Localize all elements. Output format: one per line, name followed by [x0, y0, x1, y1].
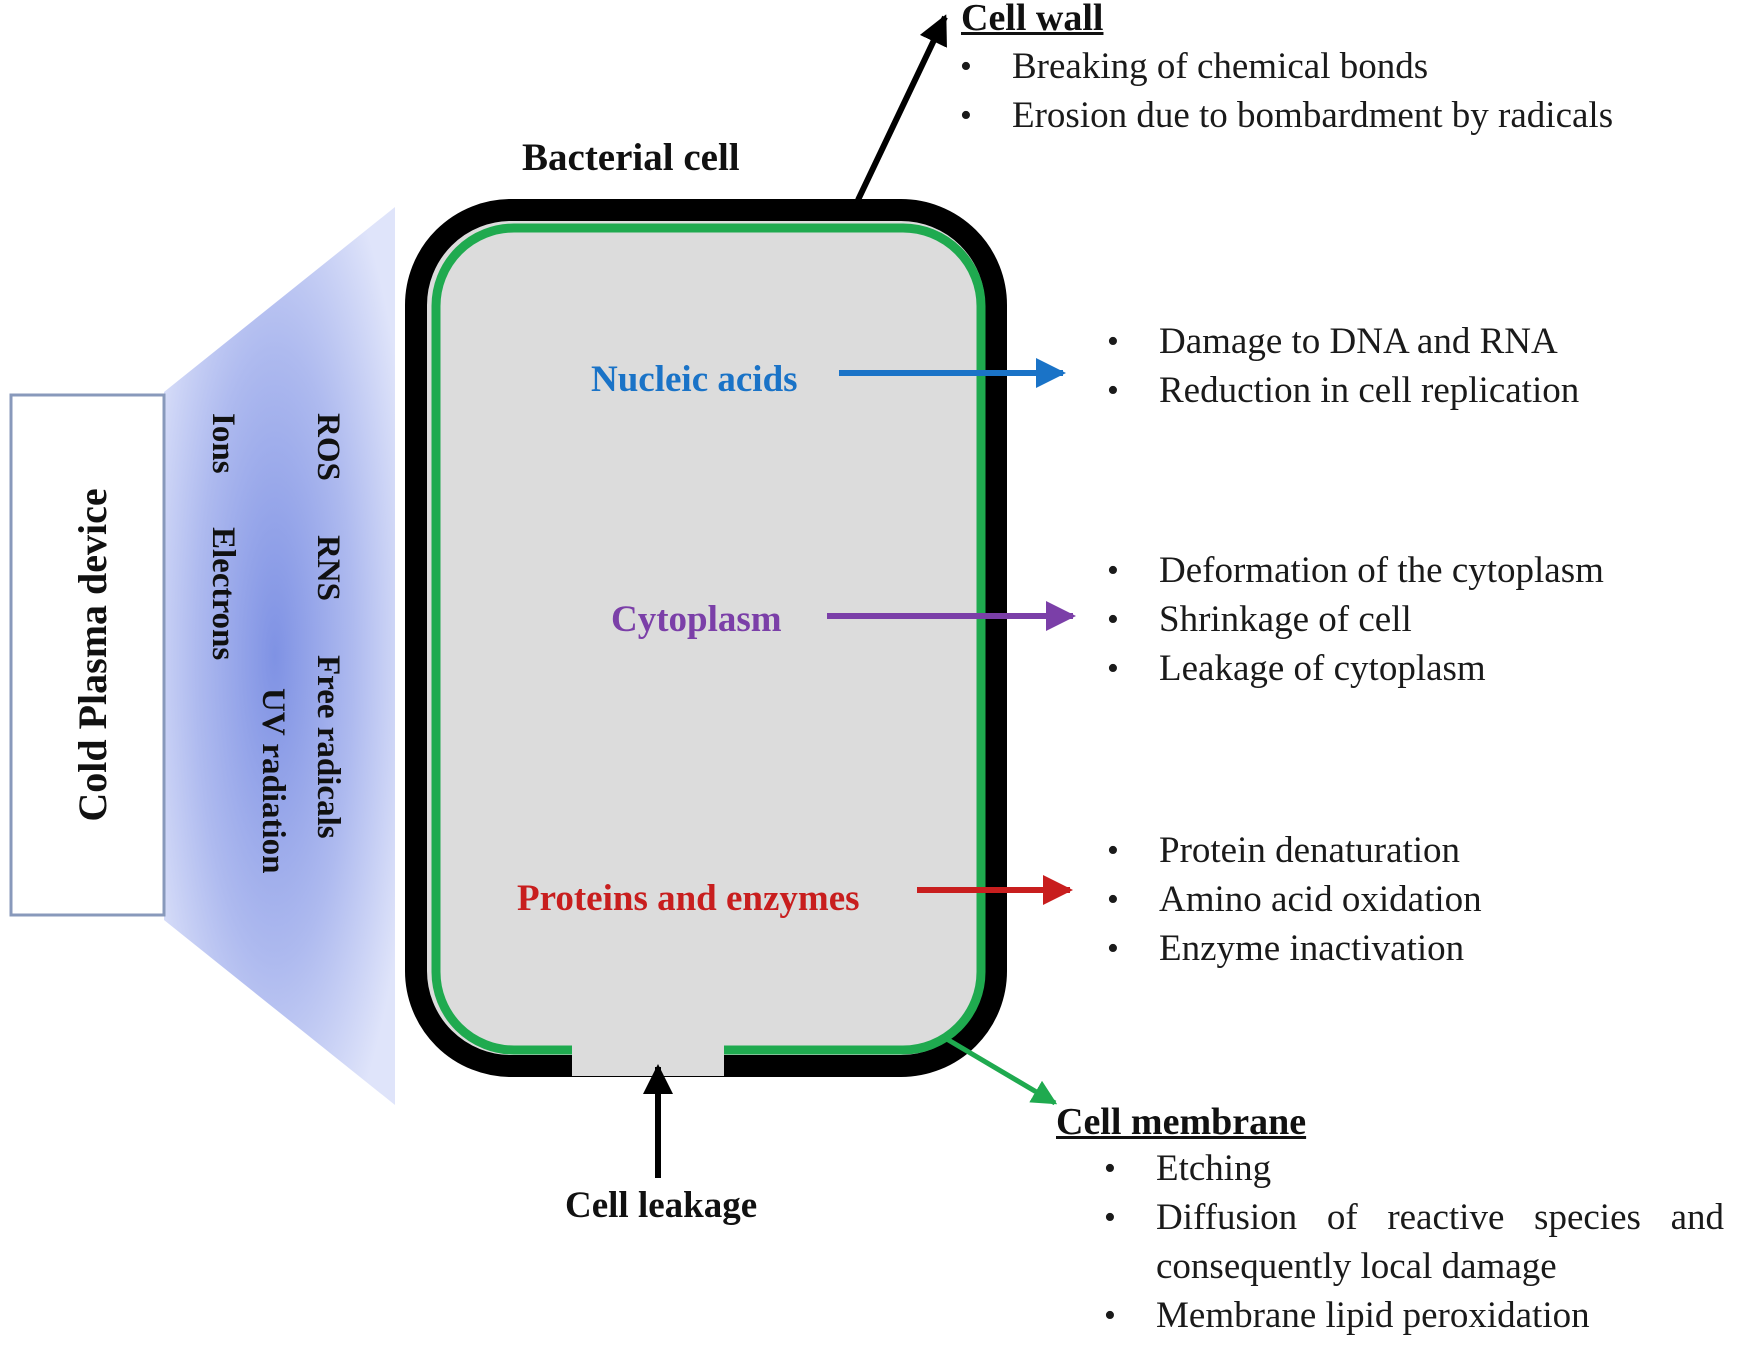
- species-ros: ROS: [310, 413, 346, 481]
- list-item: Diffusion of reactive species and conseq…: [1104, 1193, 1724, 1291]
- list-item: Deformation of the cytoplasm: [1107, 546, 1604, 595]
- list-item: Protein denaturation: [1107, 826, 1482, 875]
- species-uv-radiation: UV radiation: [255, 688, 291, 874]
- cell-wall-heading: Cell wall: [961, 0, 1104, 39]
- proteins-enzymes-label: Proteins and enzymes: [517, 878, 860, 919]
- species-rns: RNS: [310, 535, 346, 601]
- species-free-radicals: Free radicals: [310, 655, 346, 839]
- list-item: Reduction in cell replication: [1107, 366, 1579, 415]
- cold-plasma-device-box: [9, 393, 166, 917]
- list-item: Damage to DNA and RNA: [1107, 317, 1579, 366]
- cell-wall-arrow: [855, 14, 948, 202]
- cell-title: Bacterial cell: [522, 136, 740, 179]
- cell-wall-effects: Breaking of chemical bonds Erosion due t…: [960, 42, 1613, 140]
- species-electrons: Electrons: [205, 527, 241, 660]
- cytoplasm-label: Cytoplasm: [611, 599, 782, 640]
- cell-leakage-gap: [572, 1036, 724, 1076]
- list-item: Leakage of cytoplasm: [1107, 644, 1604, 693]
- list-item: Etching: [1104, 1144, 1724, 1193]
- protein-effects: Protein denaturation Amino acid oxidatio…: [1107, 826, 1482, 973]
- cell-membrane-effects: Etching Diffusion of reactive species an…: [1104, 1144, 1724, 1340]
- cell-membrane-arrow: [943, 1035, 1058, 1106]
- nucleic-acids-label: Nucleic acids: [591, 359, 798, 400]
- plasma-beam: [164, 207, 395, 1105]
- list-item: Shrinkage of cell: [1107, 595, 1604, 644]
- device-label: Cold Plasma device: [70, 488, 115, 821]
- list-item: Enzyme inactivation: [1107, 924, 1482, 973]
- list-item: Breaking of chemical bonds: [960, 42, 1613, 91]
- cell-leakage-label: Cell leakage: [565, 1185, 757, 1226]
- list-item: Membrane lipid peroxidation: [1104, 1291, 1724, 1340]
- cytoplasm-effects: Deformation of the cytoplasm Shrinkage o…: [1107, 546, 1604, 693]
- species-ions: Ions: [205, 413, 241, 474]
- cell-membrane-heading: Cell membrane: [1056, 1101, 1307, 1143]
- list-item: Amino acid oxidation: [1107, 875, 1482, 924]
- list-item: Erosion due to bombardment by radicals: [960, 91, 1613, 140]
- nucleic-acid-effects: Damage to DNA and RNA Reduction in cell …: [1107, 317, 1579, 415]
